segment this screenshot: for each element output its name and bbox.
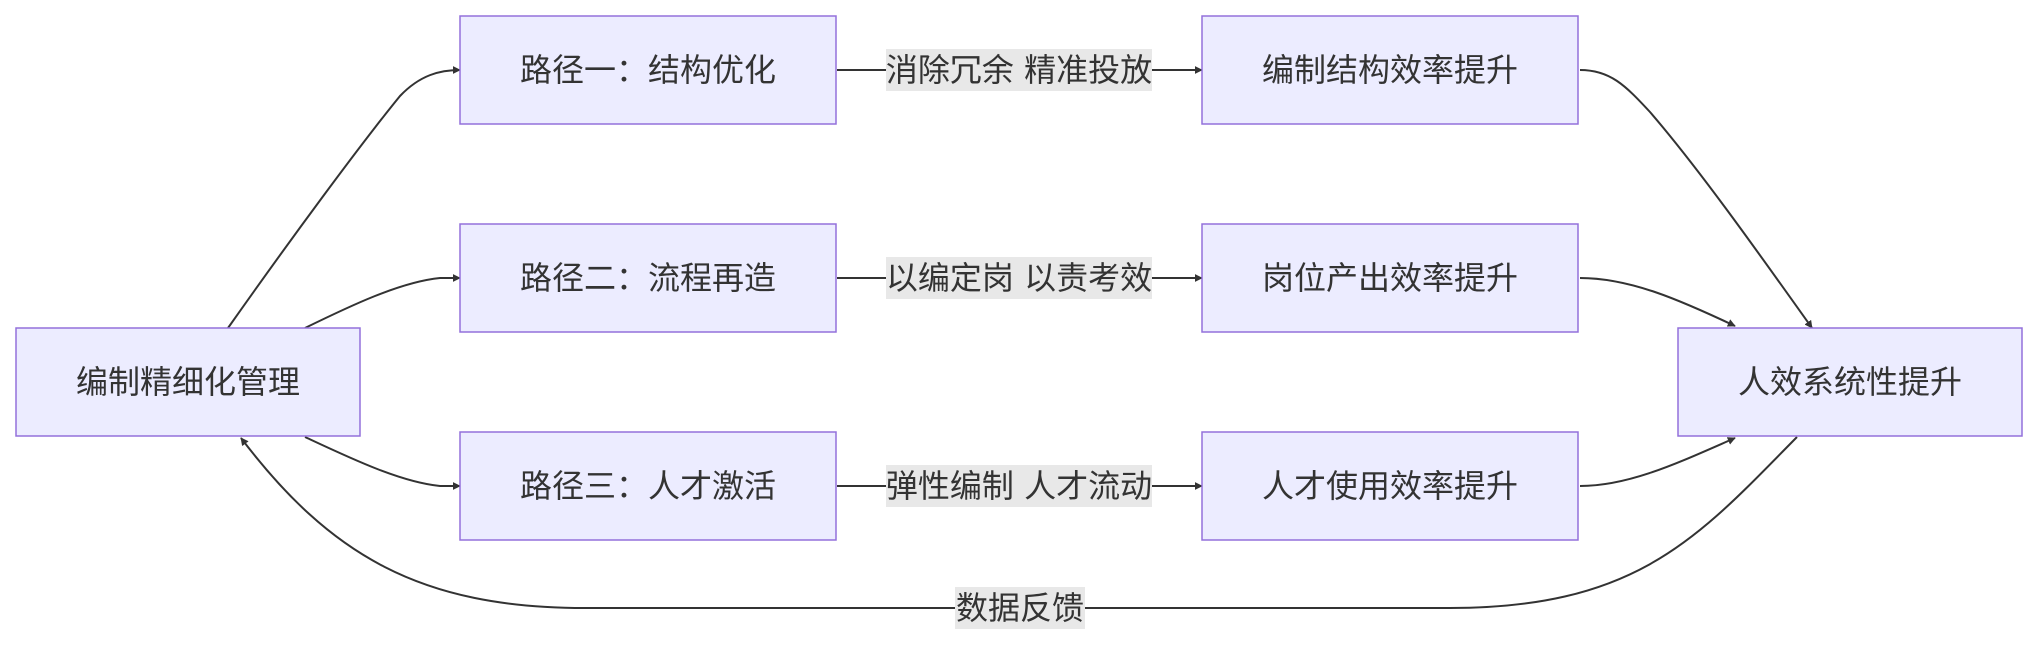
svg-text:以编定岗 以责考效: 以编定岗 以责考效	[886, 259, 1152, 297]
svg-text:人效系统性提升: 人效系统性提升	[1738, 363, 1962, 401]
svg-text:编制精细化管理: 编制精细化管理	[76, 363, 300, 401]
edge-label-path2-result2: 以编定岗 以责考效	[886, 257, 1152, 299]
svg-text:人才使用效率提升: 人才使用效率提升	[1262, 467, 1518, 505]
svg-text:数据反馈: 数据反馈	[956, 589, 1084, 627]
edge-result2-to-end	[1579, 277, 1736, 327]
edge-result3-to-end	[1579, 437, 1736, 487]
node-result1: 编制结构效率提升	[1201, 15, 1579, 125]
node-path2: 路径二：流程再造	[459, 223, 837, 333]
edge-label-path3-result3: 弹性编制 人才流动	[886, 465, 1152, 507]
svg-text:岗位产出效率提升: 岗位产出效率提升	[1262, 259, 1518, 297]
svg-text:编制结构效率提升: 编制结构效率提升	[1262, 51, 1518, 89]
node-result3: 人才使用效率提升	[1201, 431, 1579, 541]
edge-start-to-path3	[304, 436, 461, 490]
node-start: 编制精细化管理	[15, 327, 361, 437]
edge-label-feedback: 数据反馈	[955, 587, 1085, 629]
edge-result1-to-end	[1579, 69, 1813, 329]
svg-text:路径三：人才激活: 路径三：人才激活	[520, 467, 776, 505]
node-path1: 路径一：结构优化	[459, 15, 837, 125]
svg-text:弹性编制 人才流动: 弹性编制 人才流动	[886, 467, 1152, 505]
svg-text:消除冗余 精准投放: 消除冗余 精准投放	[886, 51, 1152, 89]
svg-text:路径二：流程再造: 路径二：流程再造	[520, 259, 776, 297]
edge-label-path1-result1: 消除冗余 精准投放	[886, 49, 1152, 91]
node-result2: 岗位产出效率提升	[1201, 223, 1579, 333]
edge-start-to-path2	[304, 274, 461, 329]
edge-start-to-path1	[227, 66, 461, 329]
node-end: 人效系统性提升	[1677, 327, 2023, 437]
svg-text:路径一：结构优化: 路径一：结构优化	[520, 51, 776, 89]
node-path3: 路径三：人才激活	[459, 431, 837, 541]
